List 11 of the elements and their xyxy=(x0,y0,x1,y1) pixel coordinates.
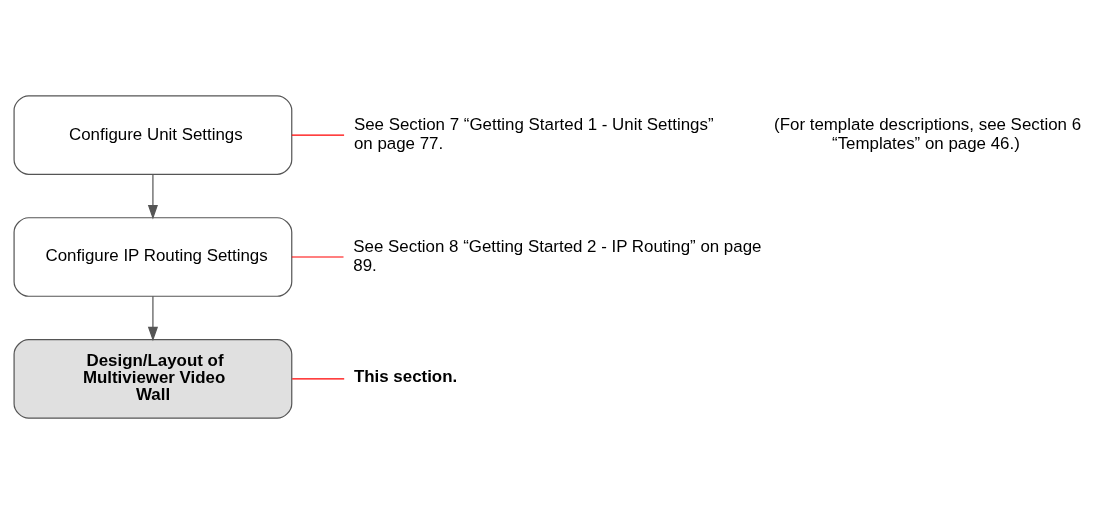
node-text: This section. xyxy=(353,367,458,387)
connector xyxy=(291,134,345,136)
node-box: Configure IP Routing Settings xyxy=(13,217,293,297)
node-text: See Section 7 “Getting Started 1 - Unit Settings” on page 77. xyxy=(353,115,714,153)
node-box: Configure Unit Settings xyxy=(13,95,293,175)
node-text: See Section 8 “Getting Started 2 - IP Routing” on page 89. xyxy=(353,237,762,275)
arrow xyxy=(147,295,158,342)
connector xyxy=(291,378,345,380)
node-box: Design/Layout of Multiviewer Video Wall xyxy=(13,339,293,419)
label: (For template descriptions, see Section 6 “Templates” on page 46.) xyxy=(774,115,1082,153)
arrow xyxy=(147,173,158,220)
